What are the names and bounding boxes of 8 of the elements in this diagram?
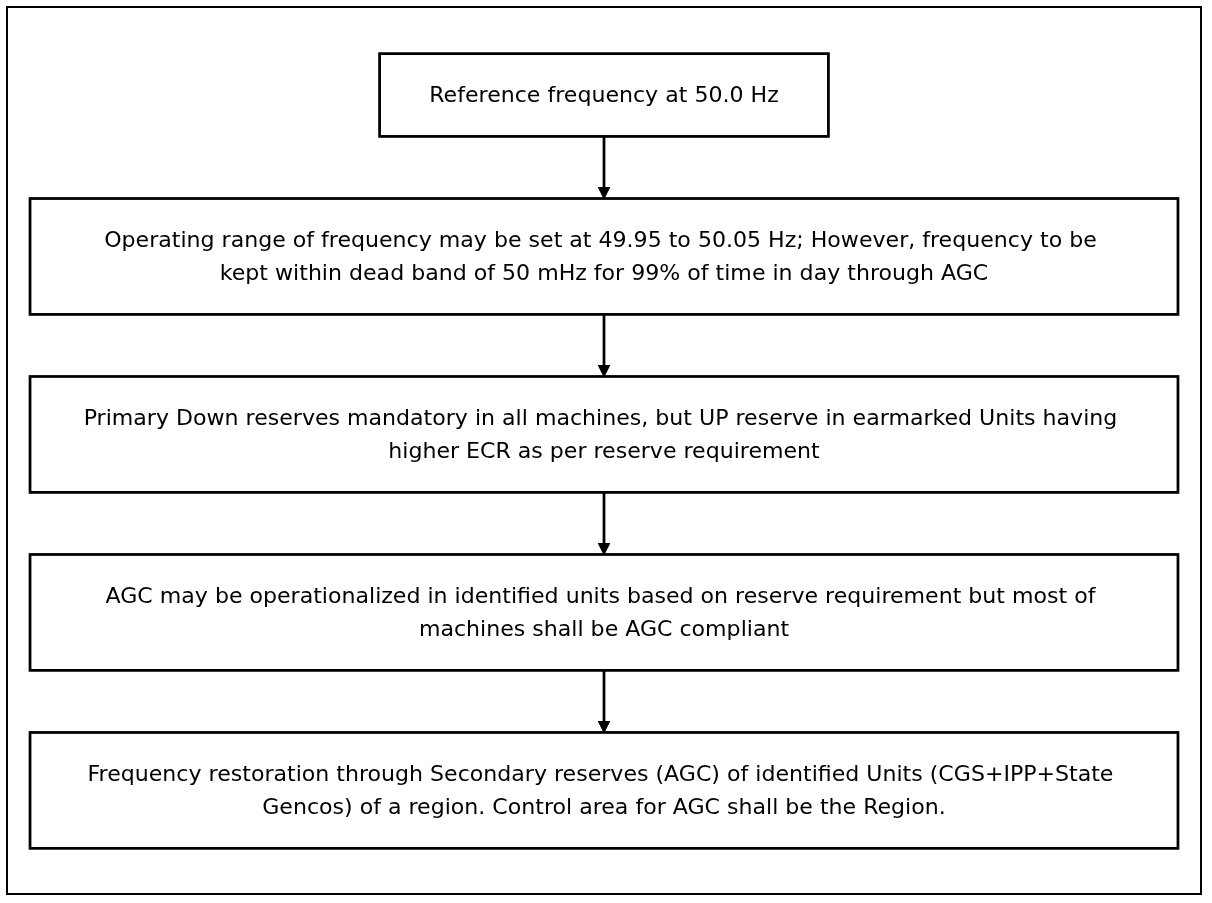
- node-box: [28, 552, 1180, 672]
- node-box: [28, 374, 1180, 494]
- node-box: [28, 196, 1180, 316]
- node-box: [28, 730, 1180, 850]
- arrow: [597, 135, 611, 199]
- node-box: [378, 51, 830, 138]
- diagram-frame: Reference frequency at 50.0 Hz Operating range of frequency may be set at 49.95 to 50.05 Hz; However, frequency to be kept within dead band of 50 mHz for 99% of time in day through AGC Primary Down reserves mandatory in all machines, but UP reserve in earmarked Units having higher ECR as per reserve requirement AGC may be operationalized in identified units based on reserve requirement but most of machines shall be AGC compliant Frequency restoration through Secondary reserves (AGC) of identified Units (CGS+IPP+State Gencos) of a region. Control area for AGC shall be the Region.: [6, 6, 1202, 895]
- arrow: [597, 313, 611, 377]
